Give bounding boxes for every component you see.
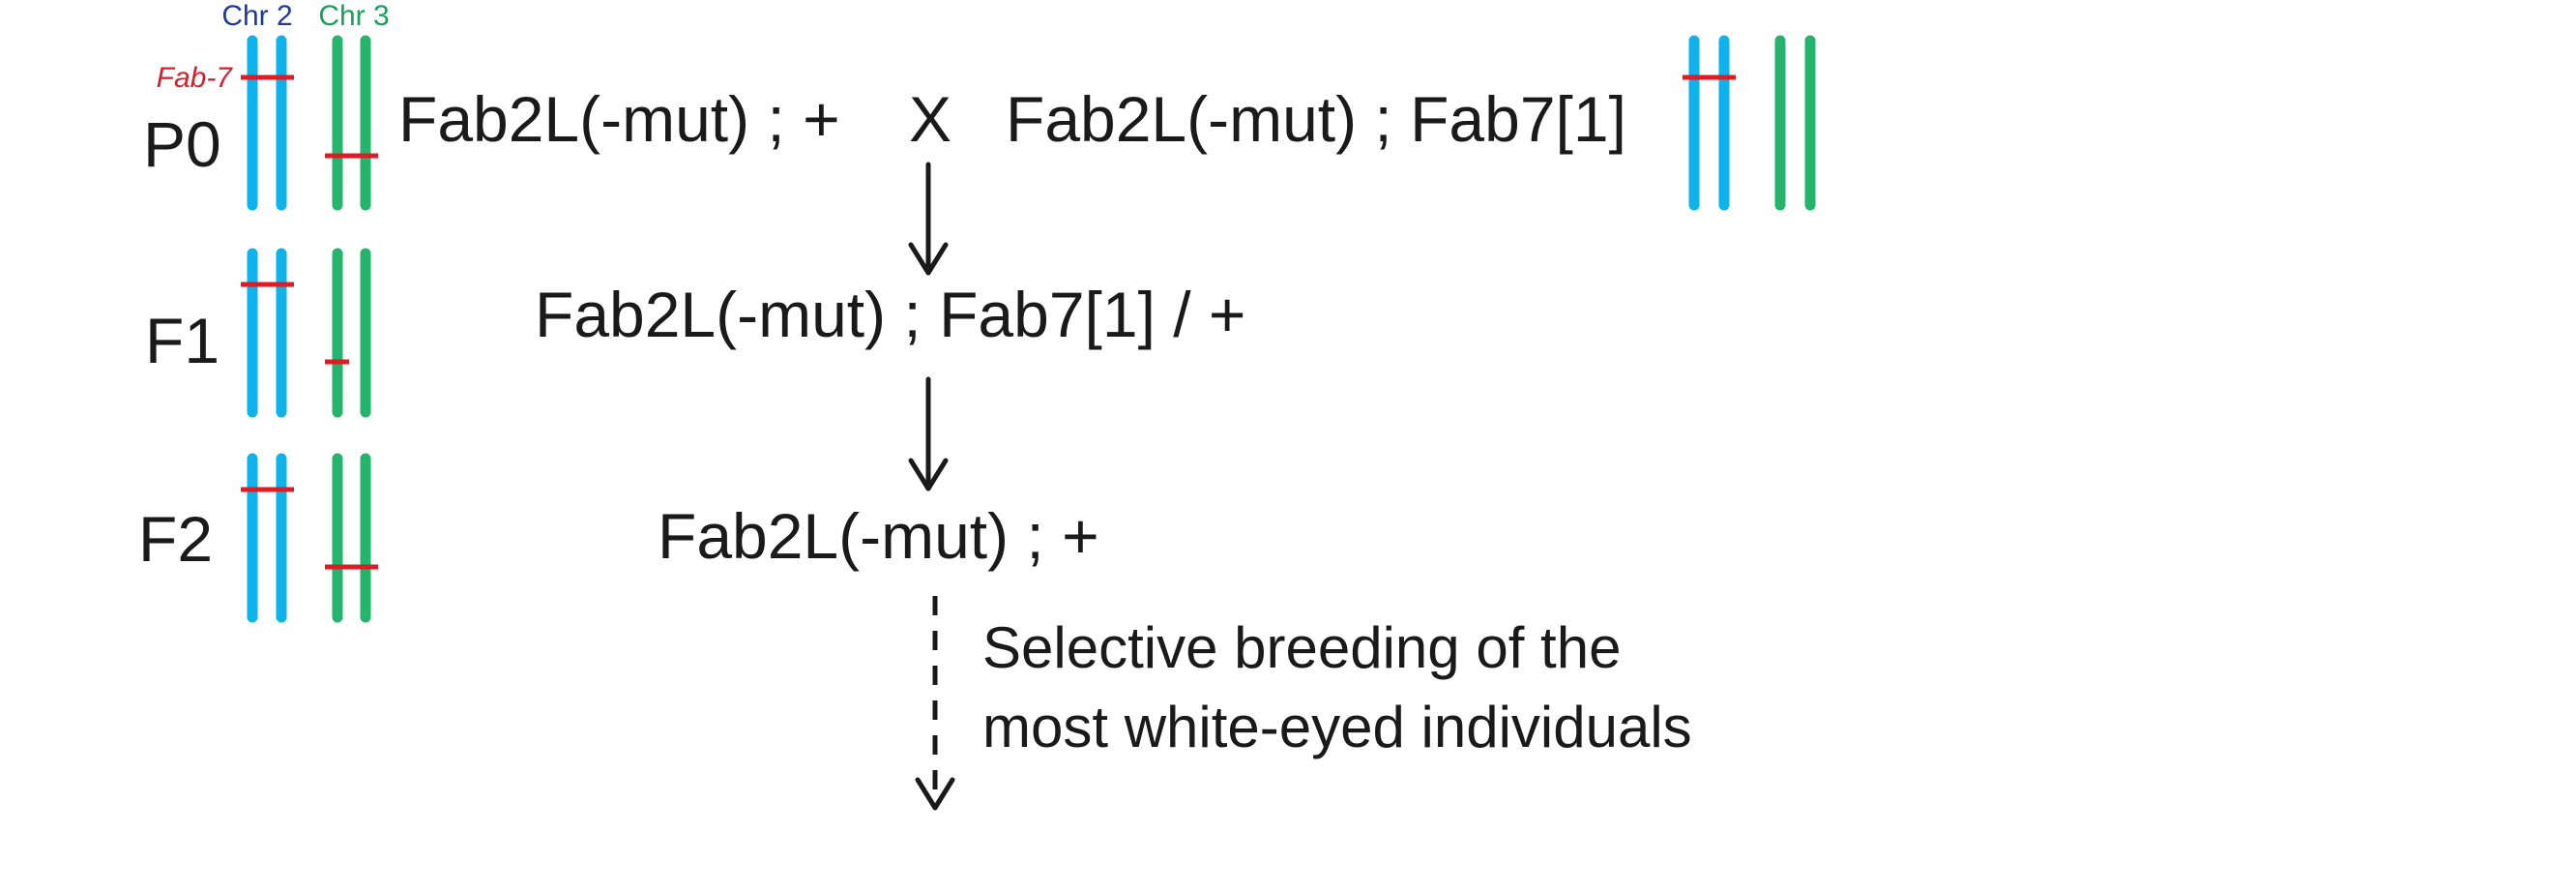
cross-operator: X [909, 83, 951, 155]
selection-note-line-1: Selective breeding of the [982, 615, 1621, 680]
p0-right-genotype: Fab2L(-mut) ; Fab7[1] [1006, 83, 1626, 155]
f1-karyotype [241, 248, 371, 418]
chr3-header: Chr 3 [318, 0, 389, 32]
generation-p0-label: P0 [143, 108, 221, 180]
chr2-header: Chr 2 [221, 0, 292, 32]
generation-f1-label: F1 [145, 305, 220, 376]
p0-left-karyotype [241, 35, 378, 211]
arrow-p0-to-f1 [908, 162, 949, 276]
selection-dashed-arrow [915, 596, 955, 811]
fab7-marker-label: Fab-7 [157, 62, 234, 94]
arrow-f1-to-f2 [908, 376, 949, 491]
generation-f2-label: F2 [138, 503, 213, 575]
f2-genotype: Fab2L(-mut) ; + [658, 500, 1099, 572]
p0-left-genotype: Fab2L(-mut) ; + [398, 83, 840, 155]
f1-genotype: Fab2L(-mut) ; Fab7[1] / + [535, 279, 1245, 350]
f2-karyotype [241, 453, 378, 623]
selection-note-line-2: most white-eyed individuals [982, 695, 1692, 759]
p0-right-karyotype [1683, 35, 1816, 211]
